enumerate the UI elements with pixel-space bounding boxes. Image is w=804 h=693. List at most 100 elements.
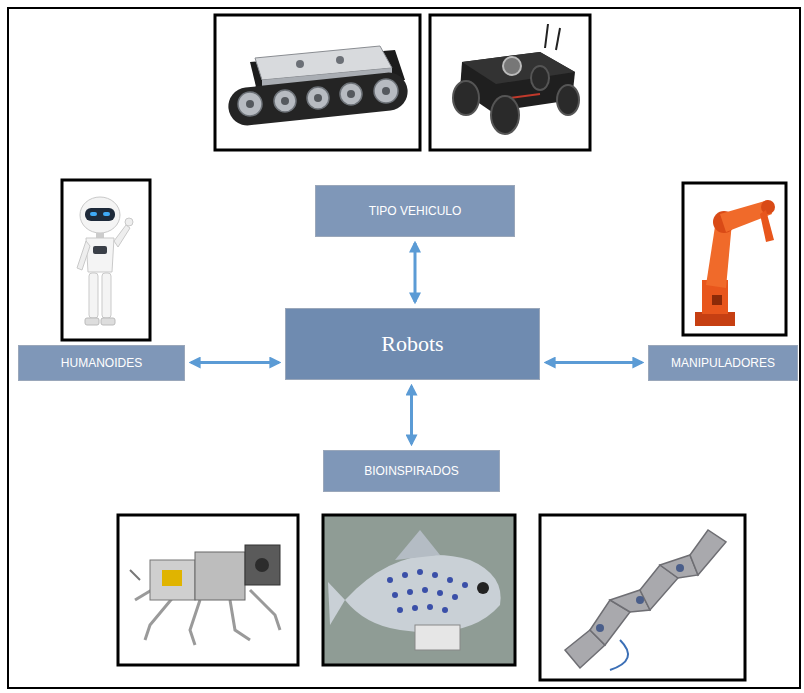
wheeled-robot-picture-part	[453, 66, 579, 134]
fish-robot-picture-part	[417, 569, 423, 575]
fish-robot-picture-part	[397, 607, 403, 613]
fish-robot-picture-part	[462, 582, 468, 588]
snake-robot-picture-part	[596, 564, 684, 632]
wheeled-robot-picture-part	[453, 81, 479, 115]
snake-robot-picture-part	[636, 596, 644, 604]
category-box: HUMANOIDES	[18, 345, 185, 381]
tracked-robot-picture-part	[314, 94, 322, 102]
humanoid-picture-part	[103, 212, 110, 216]
snake-robot-picture-part	[610, 640, 628, 670]
tracked-robot-picture-part	[296, 60, 304, 68]
fish-robot-picture-part	[422, 587, 428, 593]
category-box: BIOINSPIRADOS	[323, 450, 500, 492]
wheeled-robot-picture-part	[545, 24, 548, 48]
tracked-robot-picture-part	[347, 90, 355, 98]
ant-robot-picture-part	[162, 570, 182, 586]
snake-robot-picture-part	[565, 530, 726, 668]
category-box: TIPO VEHICULO	[315, 185, 515, 237]
node-label: HUMANOIDES	[61, 356, 142, 370]
manipulator-picture-part	[683, 183, 786, 335]
ant-robot-picture-part	[118, 515, 298, 665]
tracked-robot-picture-part	[274, 90, 296, 112]
ant-robot-picture-part	[130, 570, 140, 580]
fish-robot-picture-part	[442, 607, 448, 613]
manipulator-picture-part	[761, 200, 775, 214]
snake-robot-picture-part	[676, 564, 684, 572]
humanoid-picture-part	[101, 318, 115, 325]
node-label: BIOINSPIRADOS	[364, 464, 459, 478]
humanoid-picture	[62, 180, 150, 340]
category-box: MANIPULADORES	[648, 345, 798, 381]
humanoid-picture-part	[89, 273, 98, 318]
humanoid-picture-part	[102, 273, 111, 318]
fish-robot-picture-part	[395, 530, 440, 560]
ant-robot-picture-part	[255, 558, 269, 572]
wheeled-robot-picture-part	[491, 96, 519, 134]
fish-robot-picture-part	[427, 604, 433, 610]
wheeled-robot-picture-part	[430, 15, 590, 150]
fish-robot-picture-part	[407, 589, 413, 595]
double-arrow	[414, 243, 417, 302]
snake-robot-picture-part	[540, 515, 745, 680]
node-label: TIPO VEHICULO	[369, 204, 462, 218]
humanoid-picture-part	[90, 212, 97, 216]
tracked-robot-picture-part	[382, 87, 390, 95]
manipulator-picture	[683, 183, 786, 335]
central-box: Robots	[285, 308, 540, 380]
wheeled-robot-picture-part	[531, 66, 549, 90]
fish-robot-picture-part	[477, 582, 489, 594]
tracked-robot-picture-part	[227, 71, 410, 128]
humanoid-picture-part	[77, 241, 90, 270]
tracked-robot-picture-part	[340, 83, 362, 105]
ant-robot-picture-part	[195, 552, 245, 600]
wheeled-robot-picture-part	[462, 52, 575, 84]
manipulator-picture-part	[695, 312, 735, 326]
ant-robot-picture-part	[145, 595, 175, 640]
humanoid-picture-part	[80, 197, 120, 233]
tracked-robot-picture-part	[246, 87, 390, 108]
ant-robot-picture-part	[190, 600, 200, 645]
fish-robot-picture-part	[402, 572, 408, 578]
fish-robot-picture-part	[415, 625, 460, 650]
tracked-robot-picture-part	[238, 92, 262, 116]
humanoid-picture-part	[125, 218, 133, 226]
ant-robot-picture-part	[250, 590, 280, 630]
snake-robot-picture	[540, 515, 745, 680]
tracked-robot-picture	[215, 15, 420, 150]
humanoid-picture-part	[62, 180, 150, 340]
tracked-robot-picture-part	[336, 56, 344, 64]
tracked-robot-picture-part	[238, 79, 398, 116]
fish-robot-picture-part	[345, 555, 501, 632]
ant-robot-picture-part	[230, 600, 250, 640]
wheeled-robot-picture	[430, 15, 590, 150]
fish-robot-picture-part	[412, 605, 418, 611]
fish-robot-picture-part	[387, 569, 468, 613]
humanoid-picture-part	[96, 233, 104, 238]
fish-robot-picture-part	[437, 590, 443, 596]
wheeled-robot-picture-part	[556, 28, 560, 50]
ant-robot-picture-part	[245, 545, 280, 585]
fish-robot-picture-part	[432, 572, 438, 578]
snake-robot-picture-part	[690, 530, 726, 575]
fish-robot-picture-part	[387, 577, 393, 583]
fish-robot-picture-part	[392, 592, 398, 598]
snake-robot-picture-part	[596, 624, 604, 632]
double-arrow	[191, 361, 279, 364]
wheeled-robot-picture-part	[503, 57, 521, 75]
node-label: MANIPULADORES	[671, 356, 775, 370]
tracked-robot-picture-part	[374, 79, 398, 103]
manipulator-picture-part	[760, 210, 774, 242]
wheeled-robot-picture-part	[557, 85, 579, 115]
humanoid-picture-part	[114, 225, 130, 247]
ant-robot-picture	[118, 515, 298, 665]
manipulator-picture-part	[712, 295, 722, 305]
tracked-robot-picture-part	[281, 97, 289, 105]
tracked-robot-picture-part	[307, 87, 329, 109]
tracked-robot-picture-part	[215, 15, 420, 150]
fish-robot-picture-part	[452, 594, 458, 600]
double-arrow	[546, 361, 642, 364]
fish-robot-picture-part	[447, 577, 453, 583]
outer-frame	[8, 8, 800, 688]
